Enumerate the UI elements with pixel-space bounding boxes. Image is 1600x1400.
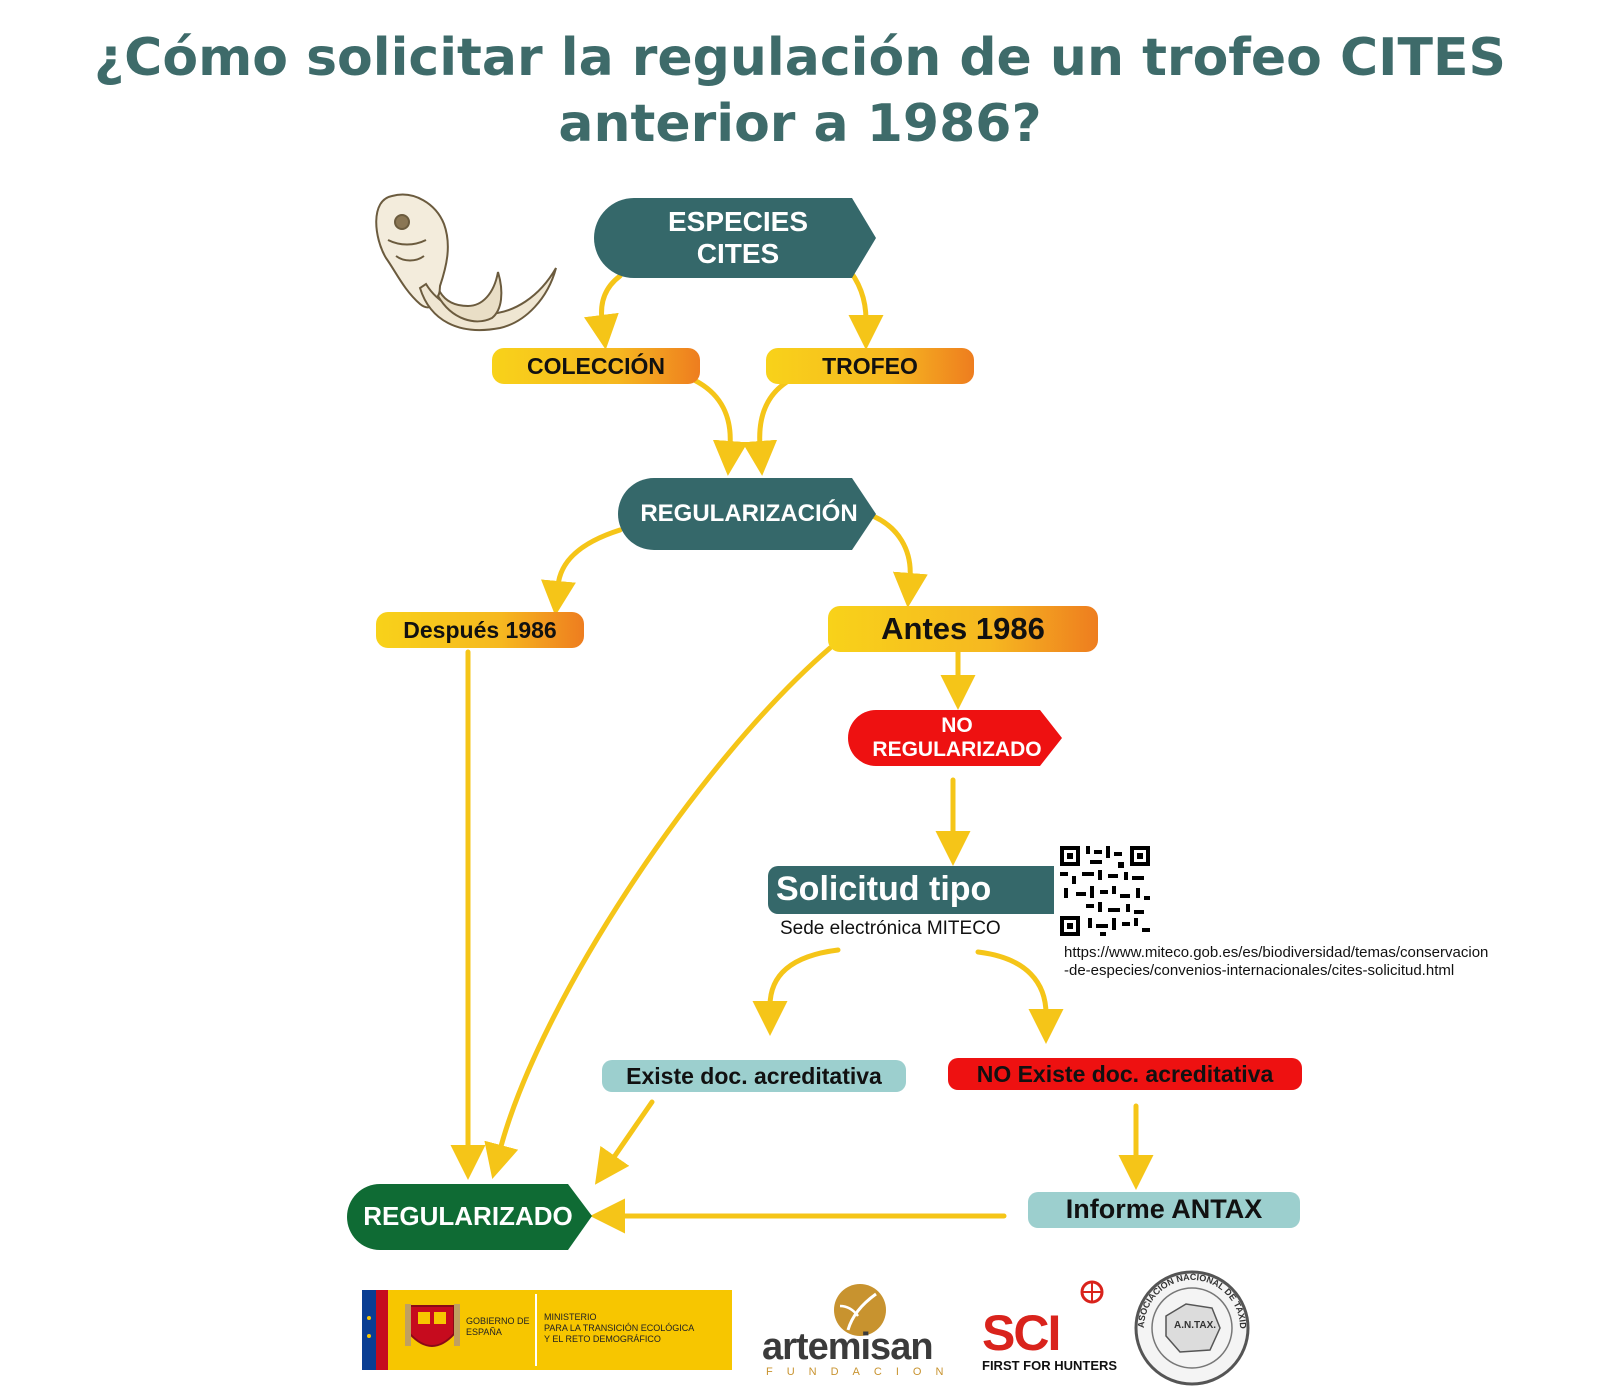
qr-code [1058,844,1152,938]
antax-center-text: A.N.TAX. [1174,1320,1217,1331]
ministerio-text-2: PARA LA TRANSICIÓN ECOLÓGICA [544,1323,695,1333]
node-solicitud-tipo: Solicitud tipo [776,870,992,909]
gobierno-espana-text: GOBIERNO DE ESPAÑA [466,1316,530,1337]
node-despues-1986: Después 1986 [403,616,557,643]
node-especies-cites: ESPECIES CITES [667,205,809,269]
miteco-url-line1[interactable]: https://www.miteco.gob.es/es/biodiversid… [1064,944,1489,961]
node-regularizacion-shape [618,478,876,550]
artemisan-wordmark: artemisan [762,1326,934,1368]
flow-arrows [450,263,1154,1234]
arrow-especies-to-coleccion [584,273,623,350]
arrow-trofeo-to-regularizacion [742,377,793,476]
sci-wordmark: SCI [982,1305,1061,1361]
fundacion-wordmark: FUNDACION [766,1366,958,1378]
coat-of-arms-icon [409,1305,455,1347]
node-despues-shape [376,612,584,648]
ministerio-text-3: Y EL RETO DEMOGRÁFICO [544,1334,661,1344]
node-no-existe-doc: NO Existe doc. acreditativa [976,1060,1274,1087]
sci-tagline: FIRST FOR HUNTERS [982,1358,1118,1373]
node-solicitud-shape [768,866,1054,914]
node-antes-1986: Antes 1986 [881,611,1045,647]
node-antes-shape [828,606,1098,652]
sede-electronica-label: Sede electrónica MITECO [780,918,1001,939]
node-no-regularizado: NO REGULARIZADO [872,713,1042,761]
arrow-regularizacion-to-despues [541,527,623,616]
arrow-existe-to-regularizado [594,1099,655,1185]
ministerio-text-1: MINISTERIO [544,1312,597,1322]
node-informe-shape [1028,1192,1300,1228]
page-title-line2: anterior a 1986? [558,94,1042,154]
node-trofeo: TROFEO [822,352,918,379]
node-coleccion: COLECCIÓN [527,352,665,379]
gobierno-espana-logo [362,1290,732,1370]
arrow-antes-to-regularizado [484,645,833,1179]
node-informe-antax: Informe ANTAX [1065,1194,1263,1225]
mammoth-skull-illustration [375,193,557,332]
node-trofeo-shape [766,348,974,384]
node-regularizacion: REGULARIZACIÓN [640,500,858,528]
node-regularizado: REGULARIZADO [363,1201,573,1232]
arrow-solicitud-to-no-existe [975,949,1064,1044]
node-existe-doc: Existe doc. acreditativa [626,1062,882,1089]
sci-logo [1080,1280,1104,1304]
miteco-url-line2[interactable]: -de-especies/convenios-internacionales/c… [1064,962,1455,979]
node-no-existe-shape [948,1058,1302,1090]
arrow-regularizacion-to-antes [865,511,928,608]
arrow-coleccion-to-regularizacion [691,377,748,476]
node-especies-shape [594,198,876,278]
node-coleccion-shape [492,348,700,384]
node-no-regularizado-shape [848,710,1062,766]
node-existe-shape [602,1060,906,1092]
page-title-line1: ¿Cómo solicitar la regulación de un trof… [94,28,1506,88]
artemisan-logo [834,1284,886,1336]
arrow-solicitud-to-existe [752,947,841,1036]
node-regularizado-shape [347,1184,592,1250]
